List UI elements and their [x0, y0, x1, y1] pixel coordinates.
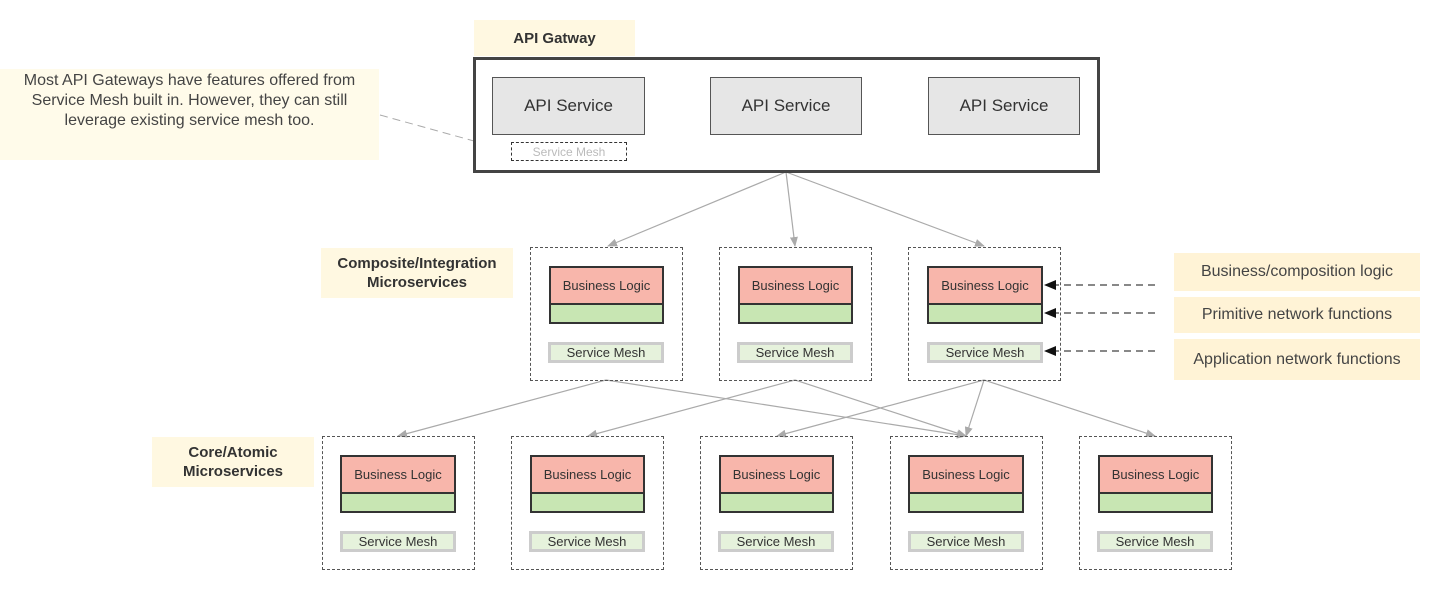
- primitive-network-block: [927, 305, 1043, 324]
- core-service-2: [511, 436, 664, 570]
- gateway-title: API Gatway: [474, 20, 635, 56]
- business-logic-block: Business Logic: [908, 455, 1024, 494]
- legend-business-composition-logic: Business/composition logic: [1174, 253, 1420, 291]
- service-mesh-block: Service Mesh: [340, 531, 456, 552]
- gateway-note: Most API Gateways have features offered …: [0, 69, 379, 160]
- core-service-1: [322, 436, 475, 570]
- service-mesh-block: Service Mesh: [737, 342, 853, 363]
- service-mesh-block: Service Mesh: [548, 342, 664, 363]
- core-tier-label: Core/Atomic Microservices: [152, 437, 314, 487]
- business-logic-block: Business Logic: [530, 455, 645, 494]
- primitive-network-block: [908, 494, 1024, 513]
- gateway-connectors: [607, 171, 985, 247]
- legend-primitive-network-functions: Primitive network functions: [1174, 297, 1420, 333]
- core-service-5: [1079, 436, 1232, 570]
- primitive-network-block: [738, 305, 853, 324]
- note-connector: [379, 114, 511, 153]
- composite-service-3: [908, 247, 1061, 381]
- business-logic-block: Business Logic: [340, 455, 456, 494]
- primitive-network-block: [549, 305, 664, 324]
- service-mesh-block: Service Mesh: [908, 531, 1024, 552]
- primitive-network-block: [719, 494, 834, 513]
- composite-connectors: [397, 379, 1156, 439]
- service-mesh-block: Service Mesh: [1097, 531, 1213, 552]
- business-logic-block: Business Logic: [1098, 455, 1213, 494]
- api-service-2: API Service: [710, 77, 862, 135]
- core-service-4: [890, 436, 1043, 570]
- composite-service-1: [530, 247, 683, 381]
- composite-tier-label: Composite/Integration Microservices: [321, 248, 513, 298]
- primitive-network-block: [530, 494, 645, 513]
- core-tier-label-text: Core/Atomic Microservices: [182, 444, 284, 480]
- core-service-3: [700, 436, 853, 570]
- legend-pointers: [1044, 280, 1155, 356]
- primitive-network-block: [1098, 494, 1213, 513]
- api-service-3: API Service: [928, 77, 1080, 135]
- composite-service-2: [719, 247, 872, 381]
- legend-application-network-functions: Application network functions: [1174, 339, 1420, 380]
- gateway-note-text: Most API Gateways have features offered …: [23, 72, 356, 129]
- business-logic-block: Business Logic: [719, 455, 834, 494]
- business-logic-block: Business Logic: [738, 266, 853, 305]
- service-mesh-block: Service Mesh: [529, 531, 645, 552]
- gateway-service-mesh: Service Mesh: [511, 142, 627, 161]
- composite-tier-label-text: Composite/Integration Microservices: [337, 255, 497, 291]
- service-mesh-block: Service Mesh: [927, 342, 1043, 363]
- api-service-1: API Service: [492, 77, 645, 135]
- business-logic-block: Business Logic: [927, 266, 1043, 305]
- service-mesh-block: Service Mesh: [718, 531, 834, 552]
- primitive-network-block: [340, 494, 456, 513]
- business-logic-block: Business Logic: [549, 266, 664, 305]
